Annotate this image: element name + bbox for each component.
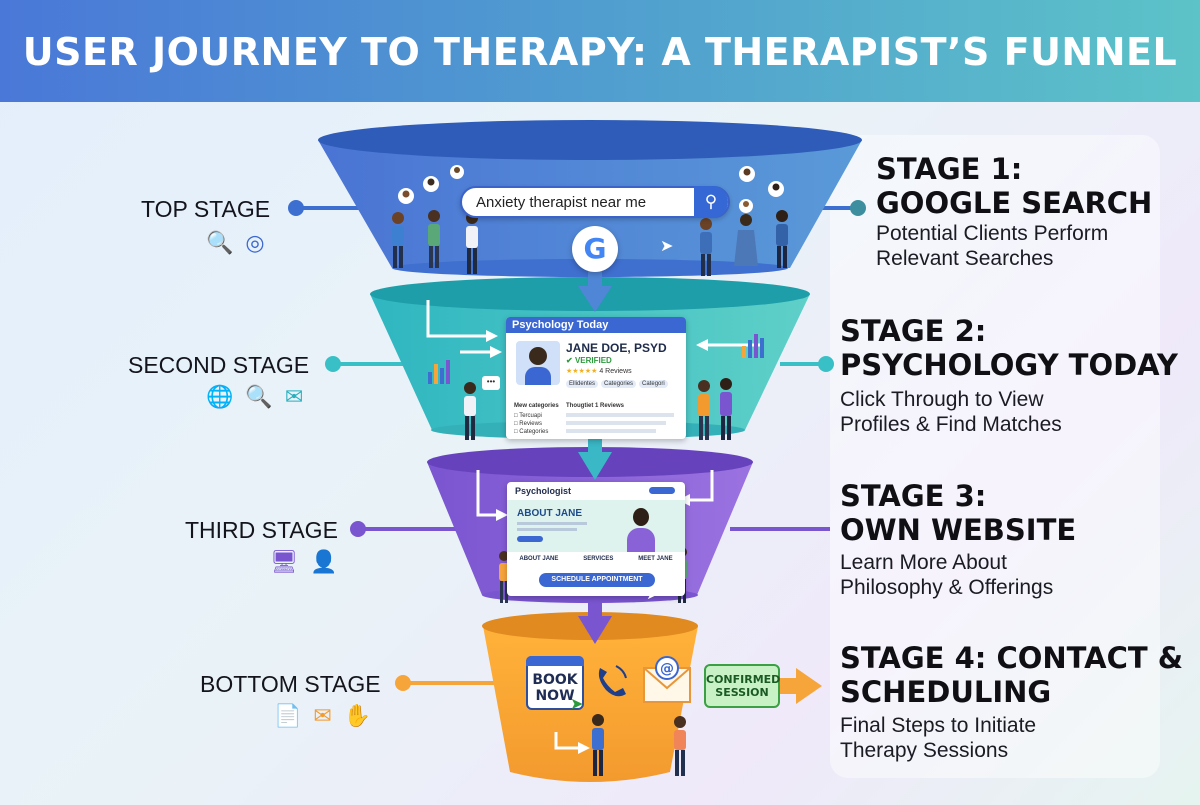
rating: ★★★★★ 4 Reviews	[566, 367, 632, 375]
stage-3-title: STAGE 3: OWN WEBSITE	[840, 479, 1077, 547]
stage-1-title: STAGE 1: GOOGLE SEARCH	[876, 152, 1153, 220]
stage-label-top: TOP STAGE	[141, 196, 271, 222]
profile-card-header	[506, 317, 686, 333]
therapist-photo	[623, 506, 659, 552]
stage-1-icons: 🔍 ◎	[206, 230, 265, 256]
stage-1-description: Potential Clients Perform Relevant Searc…	[876, 222, 1109, 270]
text-placeholder	[517, 528, 577, 531]
stage-4-title: STAGE 4: CONTACT & SCHEDULING	[840, 641, 1184, 709]
monitor-icon: 🖥	[270, 549, 298, 574]
document-icon: 📄	[274, 703, 302, 728]
user-search-icon: 🔍	[245, 384, 273, 409]
site-name: Psychology Today	[512, 319, 609, 331]
nav-meet[interactable]: MEET JANE	[638, 556, 673, 562]
stage-4-description: Final Steps to Initiate Therapy Sessions	[840, 714, 1037, 762]
website-nav-button[interactable]	[649, 487, 675, 494]
cursor-icon: ➤	[660, 238, 674, 255]
own-website-card[interactable]: Psychologist ABOUT JANE ABOUT JANE SERVI…	[507, 482, 685, 596]
contact-icons: @	[598, 656, 822, 704]
stage-2-description: Click Through to View Profiles & Find Ma…	[840, 388, 1062, 436]
verified-text: VERIFIED	[574, 356, 612, 365]
search-input[interactable]: Anxiety therapist near me ⚲	[460, 186, 730, 218]
google-logo: G	[572, 226, 618, 272]
profile-name: JANE DOE, PSYD	[566, 341, 667, 355]
website-hero	[507, 500, 685, 552]
sidebar-heading: Mew categories	[514, 403, 559, 409]
cursor-icon: ➤	[646, 586, 660, 603]
mail-icon: ✉	[284, 384, 304, 409]
psychology-today-profile-card[interactable]: Psychology Today JANE DOE, PSYD ✔ VERIFI…	[506, 317, 686, 439]
mail-icon: ✉	[313, 703, 332, 728]
text-placeholder	[566, 421, 666, 425]
reviews-heading: Thougtiet 1 Reviews	[566, 403, 625, 409]
stage-4-icons: 📄 ✉ ✋	[274, 703, 371, 729]
header-banner	[0, 0, 1200, 102]
nav-services[interactable]: SERVICES	[583, 556, 614, 562]
hand-icon: ✋	[343, 703, 372, 728]
book-now-button[interactable]: BOOK NOW	[526, 656, 584, 710]
verified-badge: ✔ VERIFIED	[566, 356, 612, 365]
sidebar-item-label: Tercuapi	[519, 413, 542, 419]
stage-description-panel	[830, 135, 1160, 778]
stage-label-third: THIRD STAGE	[185, 517, 338, 543]
svg-text:@: @	[660, 661, 674, 677]
stage-2-title: STAGE 2: PSYCHOLOGY TODAY	[840, 314, 1178, 382]
sidebar-item-label: Categories	[519, 429, 549, 435]
stage-connectors-right	[730, 200, 866, 531]
stage-label-second: SECOND STAGE	[128, 352, 310, 378]
website-brand: Psychologist	[515, 486, 572, 496]
user-icon: 👤	[309, 549, 338, 574]
chat-bubble-icon: •••	[482, 376, 500, 390]
profile-photo	[516, 341, 560, 385]
website-nav: ABOUT JANE SERVICES MEET JANE	[507, 556, 685, 562]
user-avatars	[398, 165, 784, 213]
sidebar-item-label: Reviews	[519, 421, 542, 427]
chip[interactable]: Categories	[601, 380, 637, 388]
profile-chips: Ellidentes Categories Categori	[566, 380, 668, 388]
search-icon: ⚲	[704, 192, 718, 211]
cursor-icon: ➤	[570, 696, 584, 713]
text-placeholder	[517, 522, 587, 525]
stage-3-icons: 🖥 👤	[270, 549, 337, 575]
review-count: 4 Reviews	[599, 368, 632, 375]
star-rating-icon: ★★★★★	[566, 368, 598, 375]
website-heading: ABOUT JANE	[517, 508, 583, 519]
text-placeholder	[566, 429, 656, 433]
text-placeholder	[566, 413, 674, 417]
stage-2-icons: 🌐 🔍 ✉	[206, 384, 303, 410]
learn-more-button[interactable]	[517, 536, 543, 542]
stage-3-description: Learn More About Philosophy & Offerings	[840, 551, 1054, 599]
confirmed-session-badge: CONFIRMED SESSION	[704, 664, 780, 708]
people-illustrations	[392, 210, 788, 776]
page-title: USER JOURNEY TO THERAPY: A THERAPIST’S F…	[22, 30, 1178, 74]
google-logo-letter: G	[583, 232, 607, 265]
search-icon: 🔍	[206, 230, 234, 255]
chip[interactable]: Ellidentes	[566, 380, 599, 388]
search-query: Anxiety therapist near me	[476, 194, 647, 211]
target-icon: ◎	[245, 230, 265, 255]
nav-about[interactable]: ABOUT JANE	[519, 556, 559, 562]
stage-label-bottom: BOTTOM STAGE	[200, 671, 381, 697]
search-button[interactable]: ⚲	[694, 186, 728, 218]
globe-icon: 🌐	[206, 384, 234, 409]
sidebar-item[interactable]: □ Tercuapi	[514, 413, 542, 419]
chip[interactable]: Categori	[639, 380, 668, 388]
schedule-appointment-button[interactable]: SCHEDULE APPOINTMENT	[539, 573, 655, 587]
sidebar-item[interactable]: □ Reviews	[514, 421, 542, 427]
sidebar-item[interactable]: □ Categories	[514, 429, 549, 435]
